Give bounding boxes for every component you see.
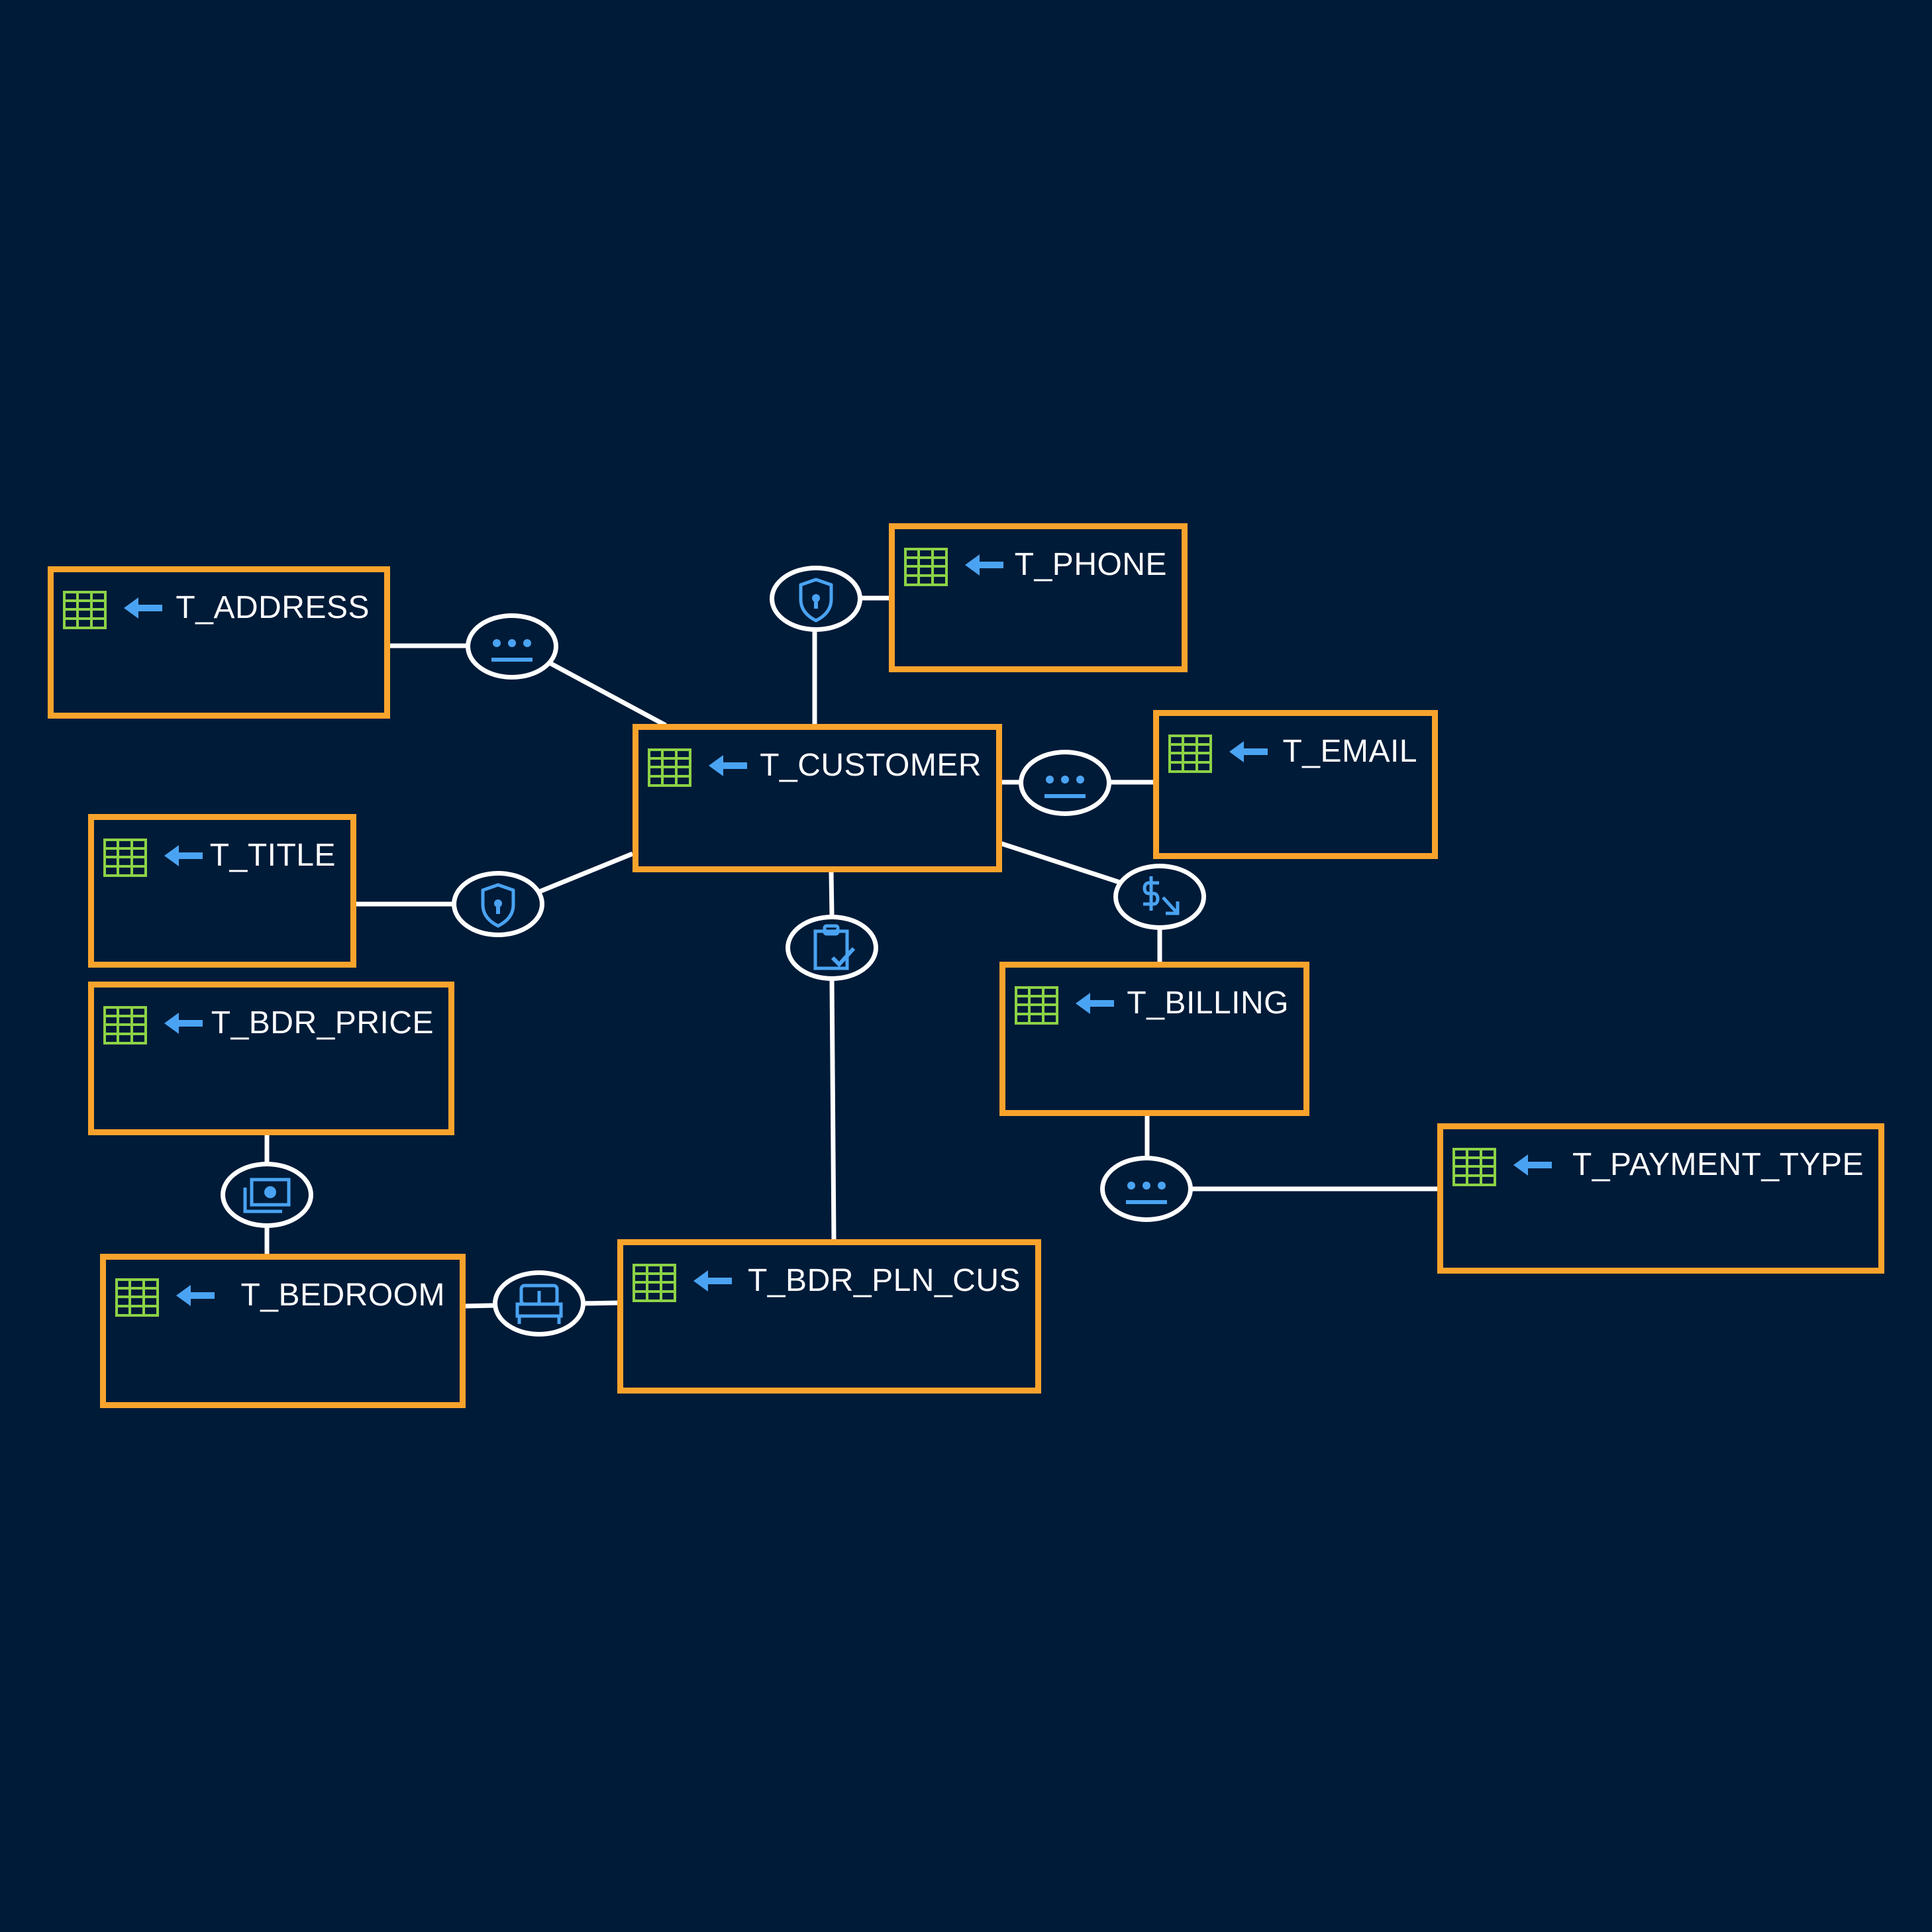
relationship-node[interactable] xyxy=(770,566,862,632)
relationship-node[interactable] xyxy=(786,915,878,981)
clipboard-check-icon xyxy=(813,924,856,970)
table-grid-icon xyxy=(648,748,691,787)
arrow-left-icon xyxy=(709,755,747,776)
table-grid-icon xyxy=(633,1264,676,1302)
table-name: T_BDR_PLN_CUS xyxy=(748,1263,1021,1298)
link-customer-rel xyxy=(829,872,835,916)
relationship-node[interactable] xyxy=(493,1270,585,1337)
arrow-left-icon xyxy=(1513,1154,1552,1176)
table-name: T_PAYMENT_TYPE xyxy=(1572,1147,1864,1182)
arrow-left-icon xyxy=(164,845,203,866)
money-icon xyxy=(243,1178,291,1213)
table-t-email[interactable]: T_EMAIL xyxy=(1153,710,1438,859)
table-grid-icon xyxy=(1015,986,1058,1025)
table-grid-icon xyxy=(115,1278,159,1317)
dollar-arrow-icon xyxy=(1143,876,1180,915)
relationship-node[interactable] xyxy=(221,1162,313,1228)
link-rel-pln xyxy=(829,978,837,1242)
link-bedroom-rel xyxy=(463,1303,495,1309)
table-t-bdr-pln-cus[interactable]: T_BDR_PLN_CUS xyxy=(617,1239,1041,1394)
arrow-left-icon xyxy=(164,1013,203,1034)
relationship-node[interactable] xyxy=(1100,1156,1193,1222)
shield-lock-icon xyxy=(799,578,833,623)
link-rel-customer xyxy=(548,660,667,728)
table-grid-icon xyxy=(1452,1148,1496,1186)
table-t-payment-type[interactable]: T_PAYMENT_TYPE xyxy=(1437,1123,1884,1274)
table-t-bedroom[interactable]: T_BEDROOM xyxy=(100,1254,466,1408)
bed-icon xyxy=(515,1284,563,1324)
table-name: T_PHONE xyxy=(1014,547,1167,582)
table-t-phone[interactable]: T_PHONE xyxy=(889,523,1188,672)
password-icon xyxy=(1126,1182,1167,1204)
password-icon xyxy=(1044,776,1086,798)
table-name: T_BDR_PRICE xyxy=(211,1005,434,1041)
arrow-left-icon xyxy=(176,1285,215,1306)
arrow-left-icon xyxy=(124,597,162,619)
arrow-left-icon xyxy=(965,554,1003,576)
table-name: T_BILLING xyxy=(1127,986,1289,1021)
table-grid-icon xyxy=(1168,735,1212,773)
table-name: T_BEDROOM xyxy=(240,1278,445,1313)
relationship-node[interactable] xyxy=(1113,864,1206,930)
link-customer-rel xyxy=(999,840,1121,885)
password-icon xyxy=(491,639,533,662)
link-rel-customer xyxy=(538,851,634,894)
shield-lock-icon xyxy=(481,883,515,928)
table-name: T_EMAIL xyxy=(1282,734,1417,769)
table-grid-icon xyxy=(63,591,107,629)
table-grid-icon xyxy=(103,839,147,877)
arrow-left-icon xyxy=(1229,741,1268,762)
arrow-left-icon xyxy=(693,1270,732,1292)
table-grid-icon xyxy=(103,1006,147,1044)
table-name: T_CUSTOMER xyxy=(760,748,982,783)
table-t-title[interactable]: T_TITLE xyxy=(88,814,356,968)
table-name: T_TITLE xyxy=(209,838,336,873)
table-grid-icon xyxy=(904,548,948,586)
table-t-customer[interactable]: T_CUSTOMER xyxy=(633,724,1002,872)
arrow-left-icon xyxy=(1076,993,1114,1014)
table-t-billing[interactable]: T_BILLING xyxy=(999,962,1309,1116)
relationship-node[interactable] xyxy=(1019,750,1111,816)
table-t-bdr-price[interactable]: T_BDR_PRICE xyxy=(88,982,454,1135)
table-t-address[interactable]: T_ADDRESS xyxy=(48,566,390,719)
table-name: T_ADDRESS xyxy=(176,590,370,625)
relationship-node[interactable] xyxy=(466,613,558,680)
relationship-node[interactable] xyxy=(452,871,544,937)
